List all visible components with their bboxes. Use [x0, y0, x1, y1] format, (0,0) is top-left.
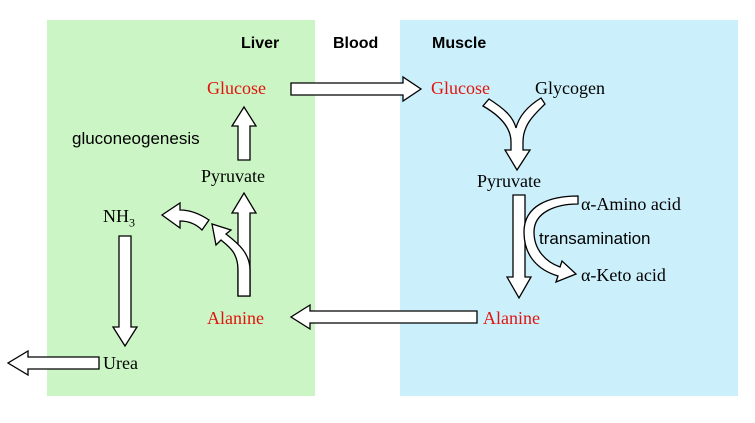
- nh3-release-arrow: [160, 201, 210, 232]
- nh3-subscript: 3: [129, 215, 135, 230]
- amino-acid-label: α-Amino acid: [581, 194, 681, 214]
- glucose-transport-arrow: [290, 75, 423, 103]
- gluconeogenesis-label: gluconeogenesis: [72, 129, 200, 148]
- alanine-branch-curve: [211, 223, 251, 297]
- liver-glucose-label: Glucose: [207, 78, 266, 98]
- alanine-transport-arrow: [289, 303, 478, 331]
- transamination-label: transamination: [539, 229, 651, 248]
- liver-pyruvate-label: Pyruvate: [201, 166, 265, 186]
- transamination-curve: [523, 195, 579, 284]
- urea-label: Urea: [103, 353, 138, 373]
- glycogen-label: Glycogen: [535, 78, 605, 98]
- glycolysis-merge-arrow: [481, 97, 546, 172]
- muscle-alanine-label: Alanine: [483, 308, 540, 328]
- pyruvate-to-alanine-arrow: [505, 194, 533, 300]
- liver-header: Liver: [241, 35, 280, 52]
- muscle-glucose-label: Glucose: [431, 78, 490, 98]
- gluconeogenesis-arrow: [230, 105, 258, 161]
- muscle-pyruvate-label: Pyruvate: [477, 171, 541, 191]
- nh3-to-urea-arrow: [111, 235, 139, 348]
- blood-header: Blood: [333, 35, 379, 52]
- urea-excretion-arrow: [6, 349, 100, 377]
- liver-region: [47, 20, 315, 396]
- muscle-header: Muscle: [432, 35, 487, 52]
- liver-alanine-label: Alanine: [207, 308, 264, 328]
- keto-acid-label: α-Keto acid: [581, 265, 666, 285]
- muscle-region: [400, 20, 738, 396]
- nh3-label: NH3: [103, 207, 135, 229]
- nh3-base-text: NH: [103, 206, 129, 226]
